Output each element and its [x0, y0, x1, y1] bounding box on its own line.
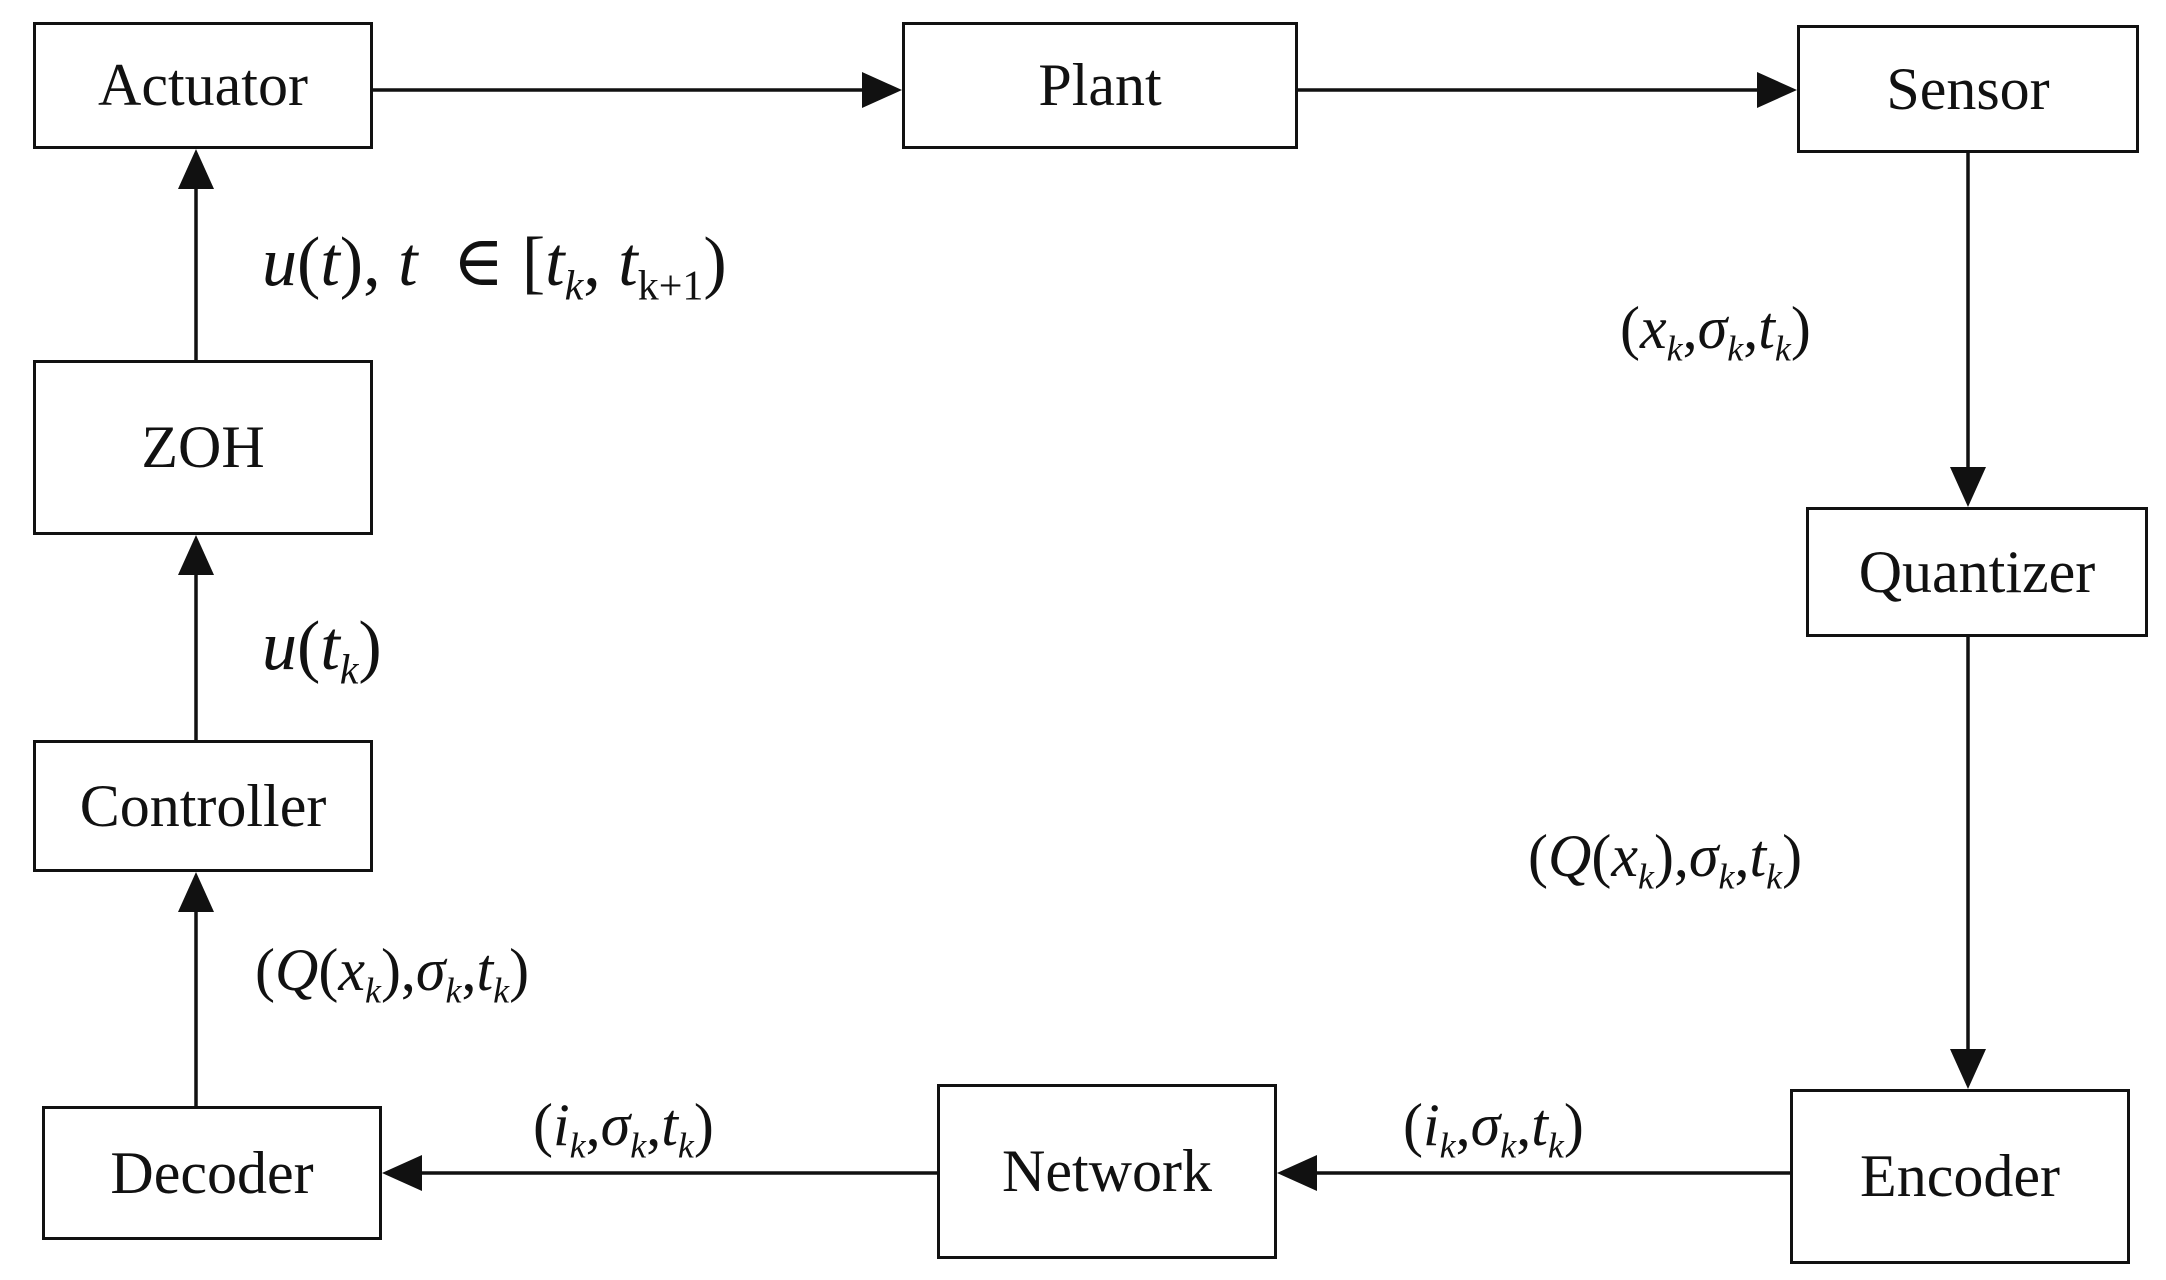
encoder-block: Encoder — [1790, 1089, 2130, 1264]
label-decoder-output: (Q(xk),σk,tk) — [255, 937, 530, 1011]
actuator-block: Actuator — [33, 22, 373, 149]
network-block: Network — [937, 1084, 1277, 1259]
sensor-label: Sensor — [1886, 55, 2050, 122]
arrowhead-plant — [862, 72, 902, 108]
plant-label: Plant — [1038, 52, 1162, 118]
decoder-block: Decoder — [42, 1106, 382, 1240]
label-control-hold: u(t), t ∈ [tk, tk+1) — [262, 224, 727, 310]
arrowhead-sensor — [1757, 72, 1797, 108]
plant-block: Plant — [902, 22, 1298, 149]
label-encoder-output: (ik,σk,tk) — [1403, 1092, 1584, 1166]
quantizer-label: Quantizer — [1858, 538, 2096, 605]
controller-block: Controller — [33, 740, 373, 872]
arrowhead-zoh — [178, 535, 214, 575]
quantizer-block: Quantizer — [1806, 507, 2148, 637]
label-sensor-output: (xk,σk,tk) — [1620, 295, 1811, 369]
arrowhead-encoder — [1950, 1049, 1986, 1089]
arrowhead-quantizer — [1950, 467, 1986, 507]
sensor-block: Sensor — [1797, 25, 2139, 153]
encoder-label: Encoder — [1860, 1143, 2060, 1209]
controller-label: Controller — [79, 772, 327, 839]
label-network-output: (ik,σk,tk) — [533, 1092, 714, 1166]
arrowhead-actuator — [178, 149, 214, 189]
zoh-label: ZOH — [141, 414, 265, 480]
arrowhead-controller — [178, 872, 214, 912]
decoder-label: Decoder — [110, 1139, 314, 1206]
arrowhead-decoder — [382, 1155, 422, 1191]
label-control-sample: u(tk) — [262, 608, 382, 694]
label-quantizer-output: (Q(xk),σk,tk) — [1528, 823, 1803, 897]
arrowhead-network — [1277, 1155, 1317, 1191]
actuator-label: Actuator — [98, 52, 308, 118]
zoh-block: ZOH — [33, 360, 373, 535]
network-label: Network — [1002, 1138, 1212, 1204]
